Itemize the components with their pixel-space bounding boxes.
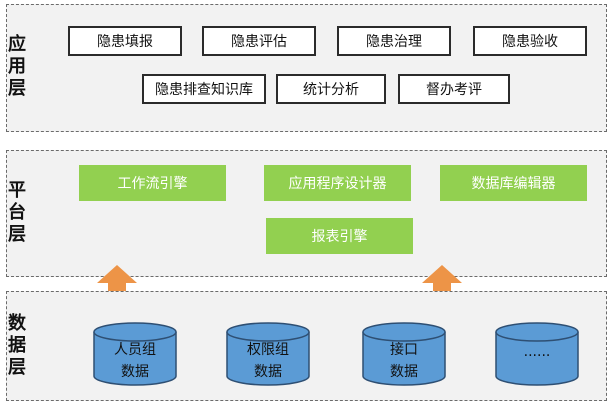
database-label-permission: 权限组 数据 bbox=[247, 342, 289, 380]
database-cylinder-personnel bbox=[93, 322, 177, 386]
platform-item-app-designer: 应用程序设计器 bbox=[264, 165, 411, 201]
database-label-interface: 接口 数据 bbox=[390, 342, 418, 380]
app-item-hazard-report: 隐患填报 bbox=[68, 26, 182, 56]
app-item-hazard-accept: 隐患验收 bbox=[473, 26, 587, 56]
database-label-more: ...... bbox=[523, 344, 551, 360]
application-layer-label: 应用层 bbox=[8, 34, 26, 99]
app-item-statistics: 统计分析 bbox=[276, 74, 386, 104]
database-cylinder-interface bbox=[362, 322, 446, 386]
app-item-knowledge-base: 隐患排查知识库 bbox=[142, 74, 266, 104]
database-cylinder-permission bbox=[226, 322, 310, 386]
app-item-hazard-govern: 隐患治理 bbox=[337, 26, 451, 56]
platform-item-report-engine: 报表引擎 bbox=[266, 218, 413, 254]
database-label-personnel: 人员组 数据 bbox=[114, 342, 156, 380]
app-item-supervision: 督办考评 bbox=[398, 74, 510, 104]
data-layer-label: 数据层 bbox=[8, 313, 26, 378]
platform-item-workflow-engine: 工作流引擎 bbox=[79, 165, 226, 201]
up-arrow-right bbox=[422, 265, 462, 301]
platform-layer-label: 平台层 bbox=[8, 180, 26, 245]
up-arrow-left bbox=[97, 265, 137, 301]
database-cylinder-more bbox=[495, 322, 579, 386]
app-item-hazard-assess: 隐患评估 bbox=[202, 26, 316, 56]
application-layer bbox=[6, 4, 607, 132]
platform-item-db-editor: 数据库编辑器 bbox=[440, 165, 587, 201]
